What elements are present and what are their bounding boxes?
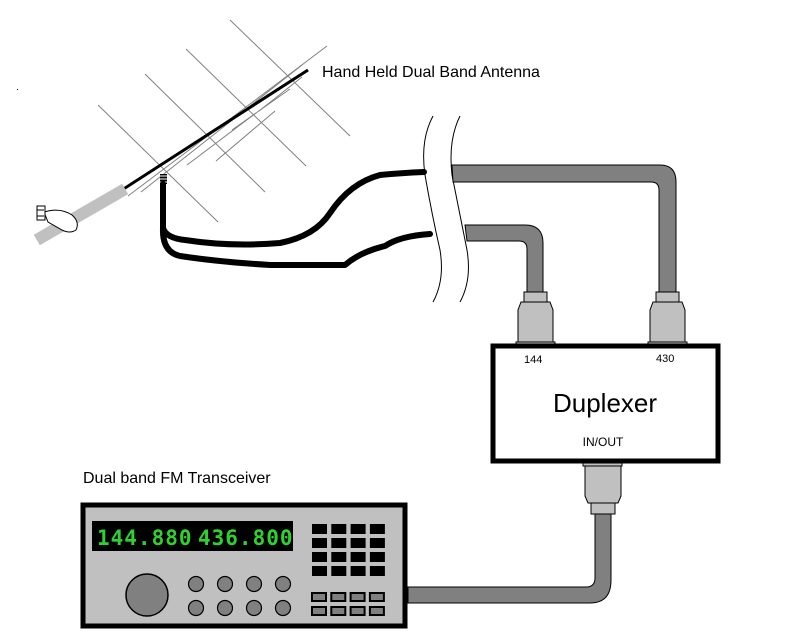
keypad-key[interactable]	[312, 538, 327, 548]
port-inout-label: IN/OUT	[583, 435, 624, 449]
coax-cable-upper	[160, 169, 427, 248]
keypad-key[interactable]	[331, 538, 347, 548]
transceiver-label: Dual band FM Transceiver	[83, 470, 271, 487]
keypad-key[interactable]	[369, 552, 385, 562]
lcd-display	[92, 521, 293, 551]
keypad-key[interactable]	[369, 524, 385, 534]
connector-144	[515, 291, 556, 346]
keypad-key[interactable]	[331, 566, 347, 576]
keypad-key[interactable]	[369, 538, 385, 548]
keypad-key[interactable]	[350, 552, 366, 562]
round-button[interactable]	[187, 575, 205, 593]
keypad-key[interactable]	[312, 524, 327, 534]
small-key[interactable]	[368, 592, 385, 602]
small-keys	[311, 592, 385, 616]
keypad-key[interactable]	[312, 552, 327, 562]
connector-inout	[582, 462, 623, 515]
cable-144	[464, 224, 544, 293]
duplexer-title: Duplexer	[553, 388, 657, 418]
round-button[interactable]	[274, 599, 292, 617]
lcd-freq-vhf: 144.880	[97, 526, 193, 550]
transceiver: 144.880 436.800	[80, 502, 408, 629]
connector-430	[647, 291, 688, 346]
round-button[interactable]	[245, 575, 263, 593]
keypad-key[interactable]	[350, 524, 366, 534]
small-key[interactable]	[311, 592, 327, 602]
keypad-key[interactable]	[369, 566, 385, 576]
antenna-label: Hand Held Dual Band Antenna	[322, 64, 540, 81]
keypad-key[interactable]	[350, 566, 366, 576]
keypad-key[interactable]	[331, 524, 347, 534]
small-key[interactable]	[311, 606, 327, 616]
small-key[interactable]	[349, 592, 366, 602]
keypad-key[interactable]	[312, 566, 327, 576]
antenna-elements	[97, 19, 351, 223]
small-key[interactable]	[330, 592, 347, 602]
tuning-knob[interactable]	[125, 573, 169, 617]
round-button[interactable]	[187, 599, 205, 617]
lcd-freq-uhf: 436.800	[198, 526, 294, 550]
port-144-label: 144	[524, 354, 542, 366]
keypad	[312, 524, 385, 576]
keypad-key[interactable]	[331, 552, 347, 562]
round-button[interactable]	[245, 599, 263, 617]
keypad-key[interactable]	[350, 538, 366, 548]
small-key[interactable]	[368, 606, 385, 616]
small-key[interactable]	[349, 606, 366, 616]
cable-break-marks	[423, 115, 469, 303]
stray-dot	[17, 89, 18, 90]
antenna-boom	[121, 68, 309, 192]
coax-cable-lower	[159, 225, 433, 268]
small-key[interactable]	[330, 606, 347, 616]
round-button[interactable]	[216, 599, 234, 617]
round-button[interactable]	[216, 575, 234, 593]
antenna-grip	[33, 183, 129, 246]
coax-cables	[159, 169, 433, 268]
port-430-label: 430	[656, 353, 674, 365]
duplexer-box: 144 430 Duplexer IN/OUT	[490, 343, 721, 464]
cable-inout	[407, 513, 612, 604]
gray-cables	[451, 164, 677, 293]
round-button[interactable]	[274, 575, 292, 593]
round-buttons	[187, 575, 292, 617]
hand-icon	[36, 205, 78, 233]
